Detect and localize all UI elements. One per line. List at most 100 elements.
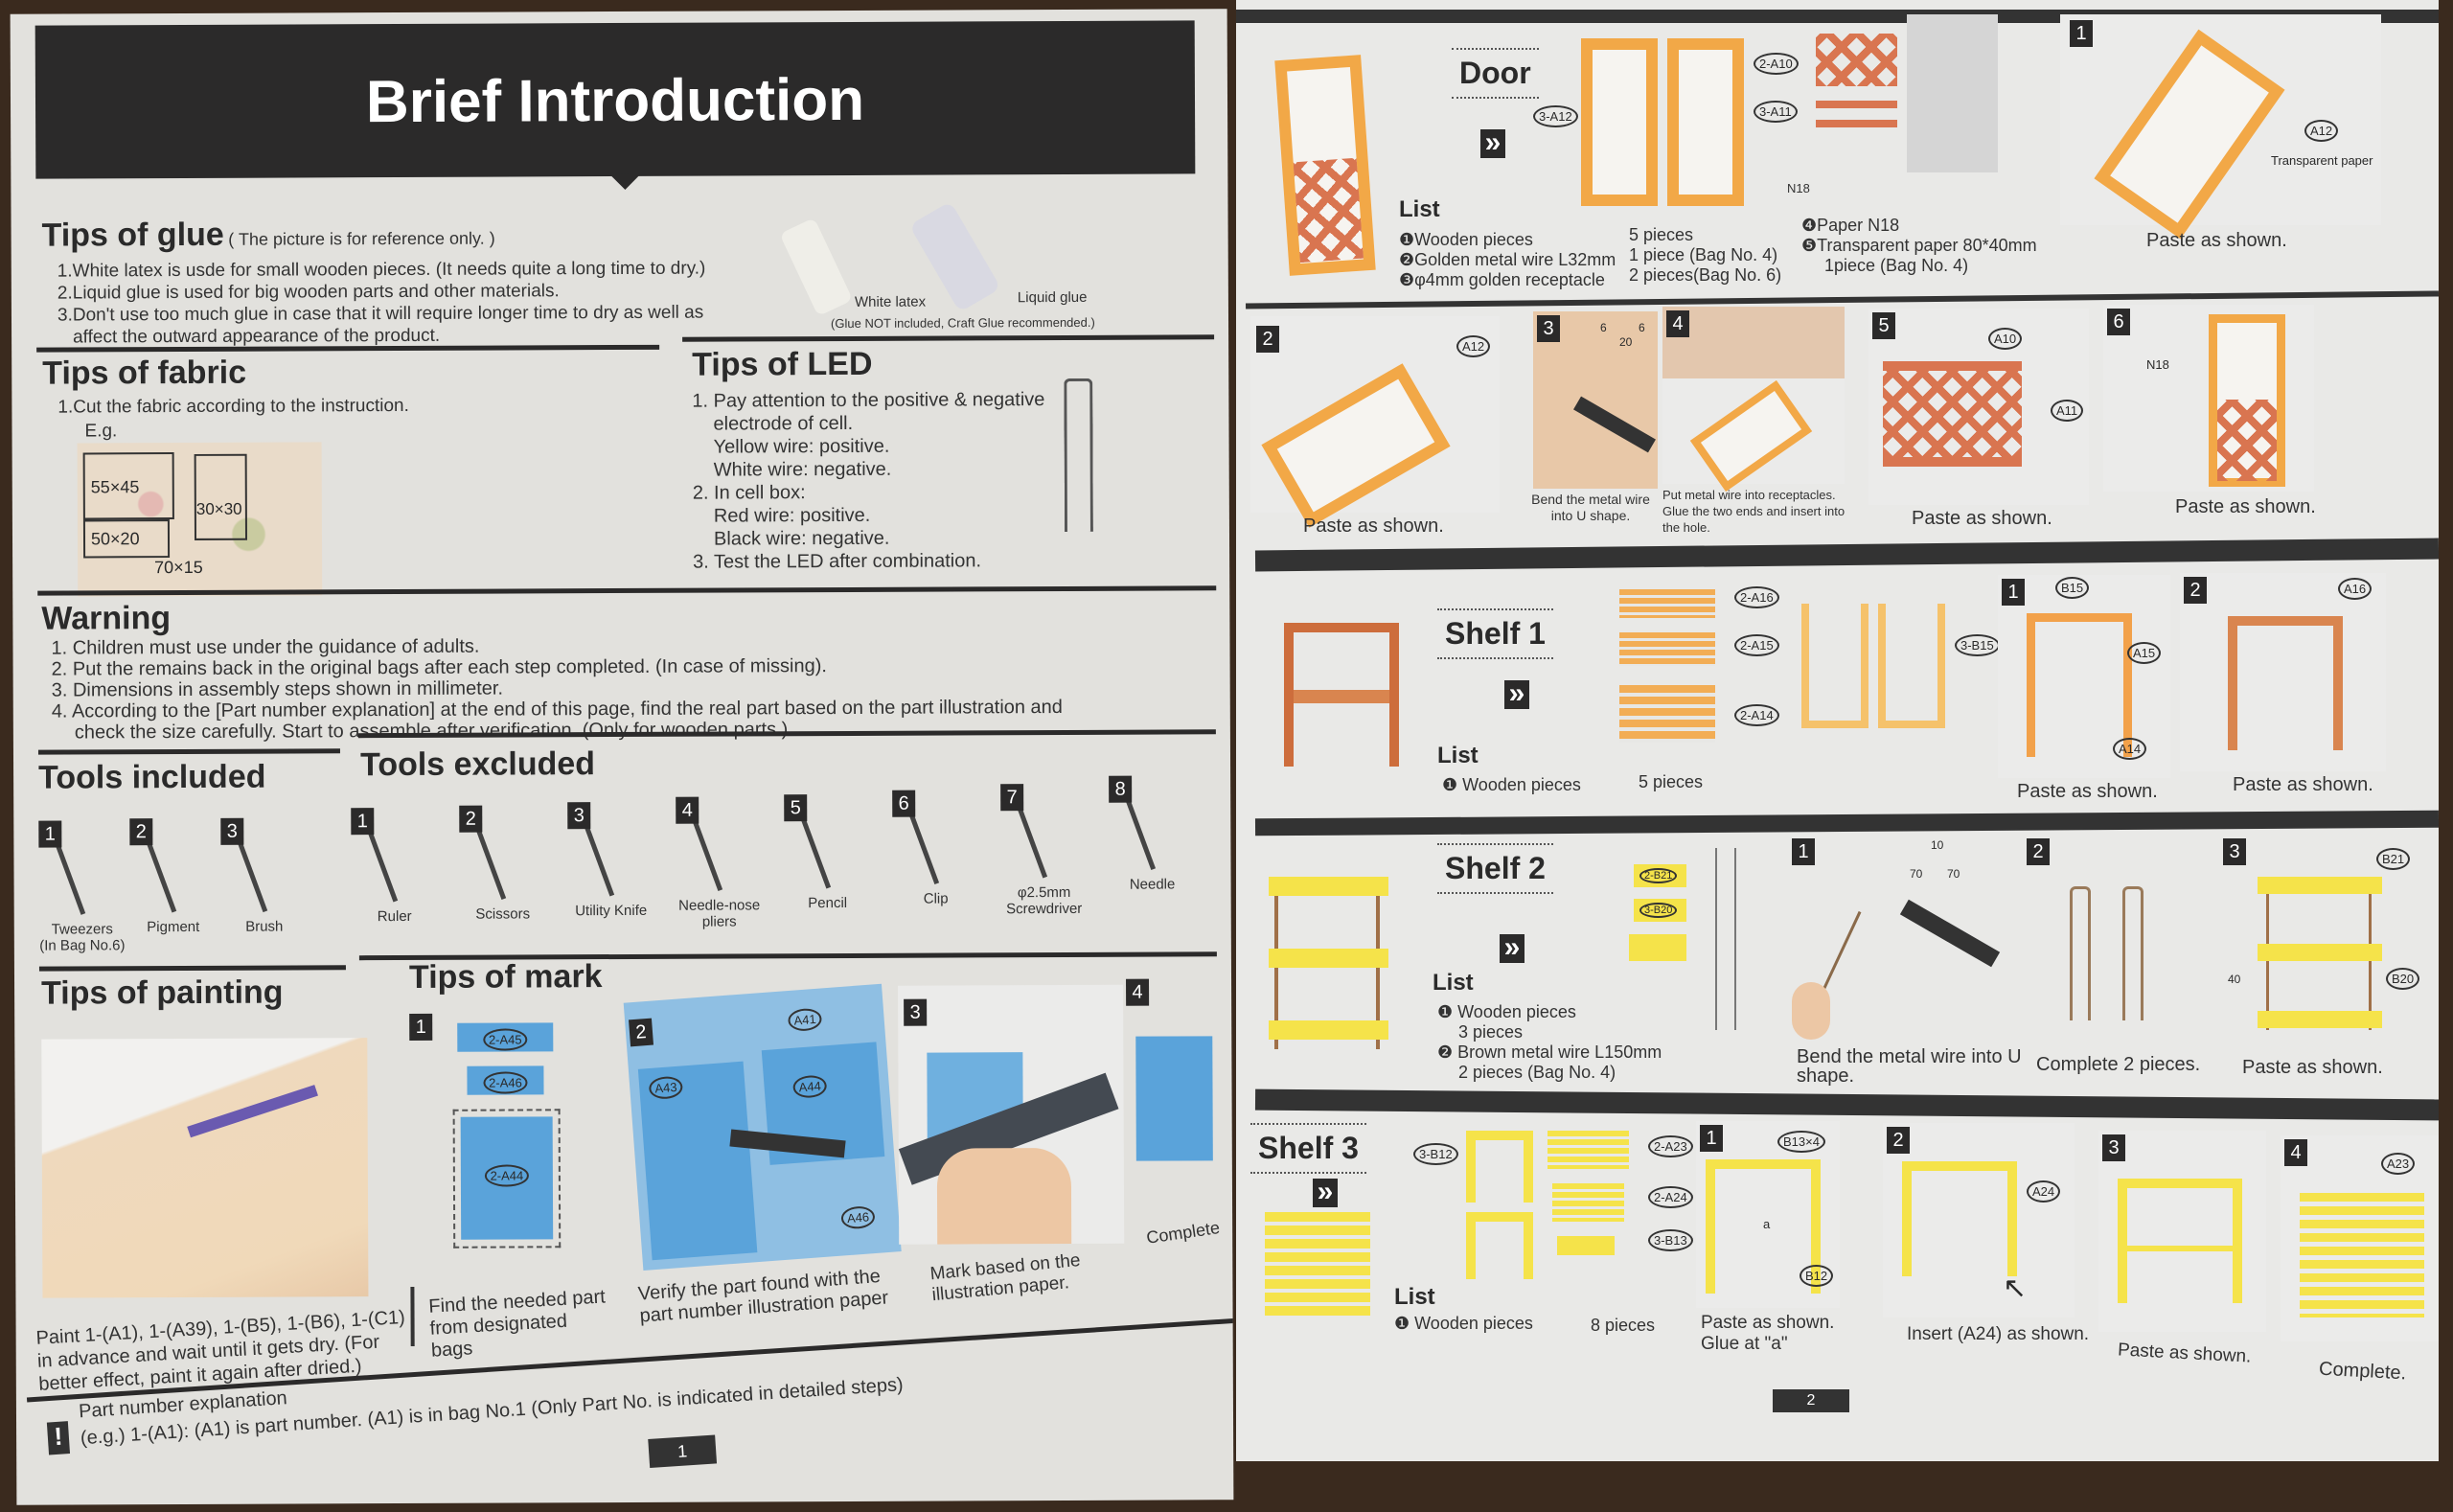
step-caption: Paste as shown. Glue at "a"	[1701, 1313, 1835, 1354]
shelf1-step-2: 2 A16	[2180, 573, 2386, 771]
dimension-label: 6	[1639, 321, 1645, 334]
list-qty: 5 pieces	[1629, 225, 1694, 244]
part-tag: 3-B13	[1648, 1229, 1693, 1251]
door-frame-image	[2094, 29, 2285, 240]
painting-caption: Paint 1-(A1), 1-(A39), 1-(B5), 1-(B6), 1…	[35, 1306, 412, 1396]
led-line: Black wire: negative.	[713, 527, 890, 550]
part-tag: B21	[2376, 848, 2411, 870]
header-banner: Brief Introduction	[34, 20, 1196, 179]
glue-mark: a	[1763, 1217, 1771, 1231]
list-qty: 1piece (Bag No. 4)	[1824, 256, 1969, 275]
tool-number: 2	[459, 805, 483, 833]
shelf2-step-2: 2 Complete 2 pieces.	[2027, 838, 2209, 1075]
list-item: ❸φ4mm golden receptacle	[1399, 270, 1605, 289]
divider	[410, 1286, 415, 1346]
shelf-image	[2258, 877, 2382, 1030]
step-number: 2	[2027, 838, 2050, 865]
part-tag: B15	[2055, 577, 2090, 599]
board-part: 2-B21	[1634, 864, 1686, 887]
part-tag: A15	[2127, 642, 2162, 664]
mark-heading: Tips of mark	[408, 958, 603, 996]
step-number: 5	[1872, 312, 1895, 339]
shelf3-step-2: 2 A24 ↖	[1883, 1123, 2075, 1317]
part-dashed-box: 2-A44	[452, 1109, 562, 1249]
list-item: ❶ Wooden pieces	[1437, 1002, 1576, 1021]
step-number: 3	[904, 998, 928, 1026]
part-tag: A11	[2051, 400, 2084, 422]
page-title: Brief Introduction	[365, 66, 865, 136]
shelf-image	[1706, 1159, 1821, 1294]
board-part: 3-B20	[1634, 899, 1686, 922]
shelf1-list-heading: List	[1437, 743, 1479, 768]
part-tag: 3-B12	[1413, 1143, 1458, 1165]
brush-icon	[187, 1085, 318, 1138]
chevron-right-icon: »	[1313, 1178, 1338, 1207]
step-caption: Paste as shown.	[2146, 230, 2287, 251]
page-number: 1	[648, 1434, 718, 1468]
door-list-heading: List	[1399, 196, 1440, 222]
dimension-label: 10	[1931, 838, 1944, 852]
bar-part	[1557, 1236, 1615, 1255]
door-step-3: 3 6 6 20	[1533, 311, 1658, 489]
shelf2-title: Shelf 2	[1437, 843, 1553, 894]
step-number: 4	[2284, 1139, 2307, 1166]
door-step-2: 2 A12	[1250, 316, 1500, 528]
step-caption: Complete.	[2318, 1358, 2407, 1385]
led-line: White wire: negative.	[713, 458, 892, 481]
door-step-6: 6 N18	[2103, 305, 2314, 492]
dimension-label: 70	[1910, 867, 1923, 881]
lattice-image	[1883, 361, 2022, 467]
step-number: 4	[1126, 978, 1150, 1006]
step-caption: Paste as shown.	[2242, 1057, 2383, 1078]
part-label: Transparent paper	[2271, 153, 2373, 168]
led-line: 3. Test the LED after combination.	[693, 550, 982, 573]
part-tag: A12	[1456, 335, 1491, 357]
painting-photo	[41, 1038, 369, 1298]
wire-part	[1715, 848, 1717, 1030]
glue-list: 1.White latex is usde for small wooden p…	[57, 258, 706, 349]
pliers-icon	[1573, 396, 1656, 453]
part-tag: 2-A15	[1734, 634, 1779, 656]
mark-step-1: 1 2-A45 2-A46 2-A44 Find the needed part…	[409, 1013, 606, 1362]
led-heading: Tips of LED	[692, 345, 873, 383]
glue-item: 3.Don't use too much glue in case that i…	[57, 302, 704, 326]
part-tag: 2-A10	[1754, 53, 1799, 75]
tool-label: Pencil	[808, 894, 848, 912]
step-number: 1	[1792, 838, 1815, 865]
door-title: Door	[1452, 48, 1539, 99]
list-qty: 1 piece (Bag No. 4)	[1629, 245, 1778, 264]
fabric-image: 55×45 30×30 50×20 70×15	[77, 442, 323, 597]
step-number: 2	[1256, 326, 1279, 353]
glue-footnote: (Glue NOT included, Craft Glue recommend…	[830, 314, 1095, 332]
side-part	[1466, 1131, 1533, 1203]
tool-label: Pigment	[147, 918, 200, 936]
side-part	[1878, 604, 1945, 728]
step-caption: Bend the metal wire into U shape.	[1797, 1046, 2022, 1087]
fabric-cut: 30×30	[194, 453, 248, 540]
tool-number: 2	[129, 818, 153, 846]
shelf2-list-heading: List	[1433, 970, 1474, 996]
fabric-section: Tips of fabric 1.Cut the fabric accordin…	[42, 354, 409, 443]
step-caption: Bend the metal wire into U shape.	[1531, 492, 1650, 523]
shelf2-step-3: 3 40 B21 B20 Paste as shown.	[2223, 838, 2424, 1078]
arrow-icon: ↖	[2003, 1272, 2028, 1304]
tool-label: Needle	[1129, 876, 1176, 893]
part-tag: A16	[2338, 578, 2373, 600]
divider	[37, 748, 340, 755]
part-tag: A14	[2113, 738, 2147, 760]
chevron-right-icon: »	[1500, 933, 1525, 963]
tool-icon	[907, 811, 940, 885]
tool-icon	[54, 841, 86, 915]
tool-icon	[145, 838, 177, 913]
step-caption: Paste as shown.	[2233, 774, 2373, 795]
tool-number: 4	[676, 796, 699, 824]
tool-label: Brush	[245, 918, 284, 935]
tool-number: 1	[351, 808, 375, 836]
door-image	[2209, 314, 2285, 487]
glue-item: 2.Liquid glue is used for big wooden par…	[57, 281, 560, 304]
step-caption: Paste as shown.	[1303, 515, 1444, 537]
step-number: 3	[1537, 315, 1560, 342]
list-item: ❷ Brown metal wire L150mm	[1437, 1042, 1662, 1062]
door-step-4: 4	[1662, 307, 1845, 493]
